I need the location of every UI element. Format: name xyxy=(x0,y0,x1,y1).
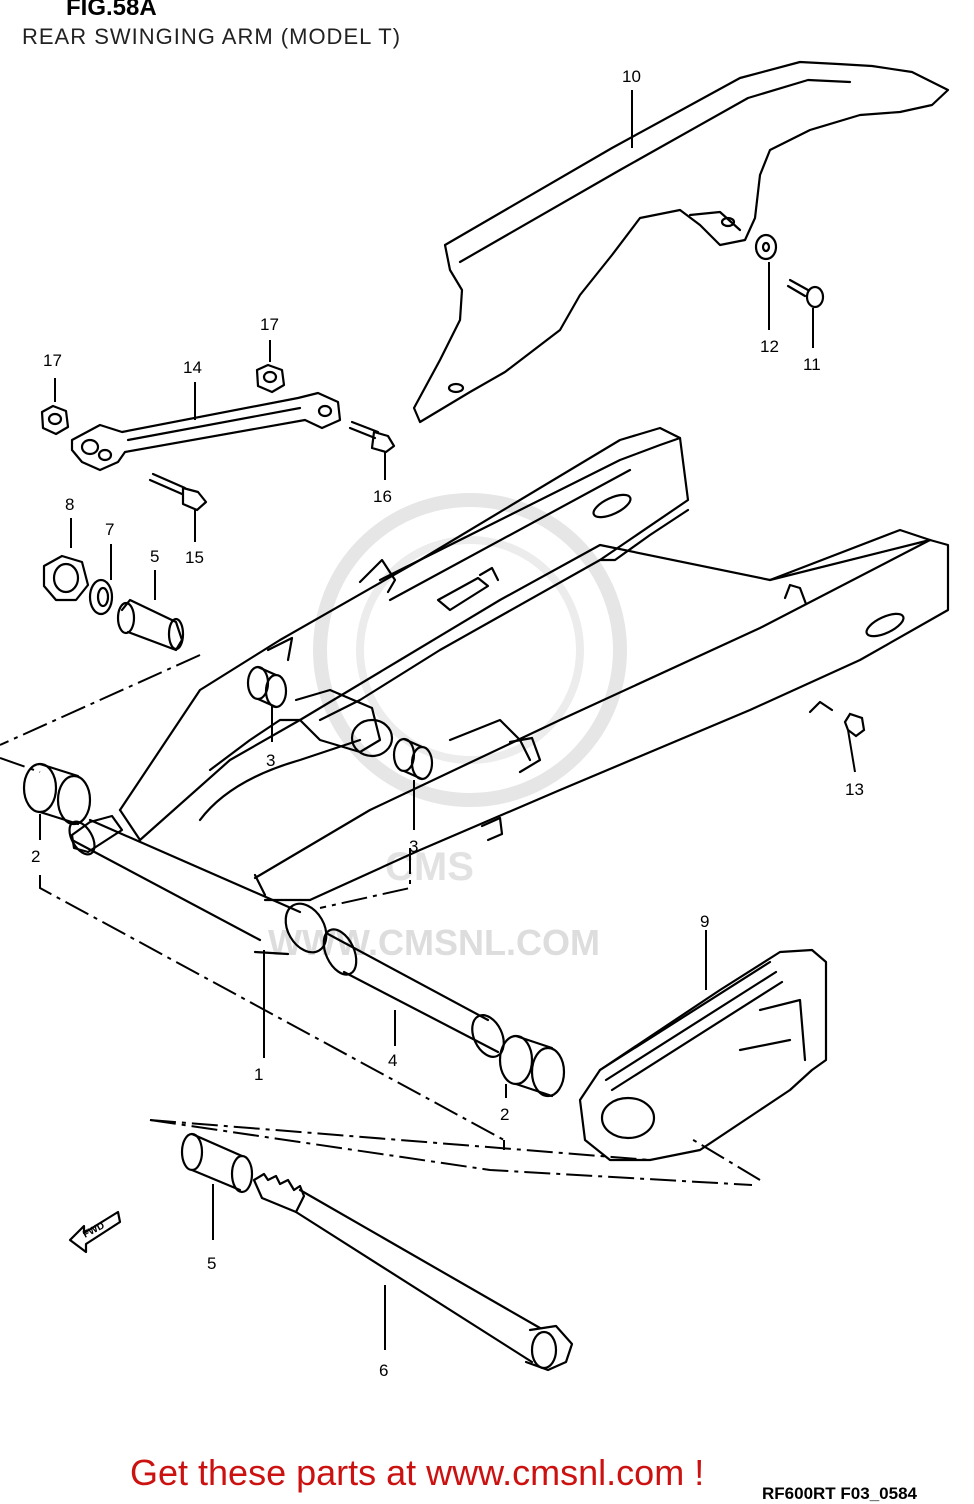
part-14-torque-link xyxy=(70,391,342,472)
callout-3-left: 3 xyxy=(266,751,275,770)
part-11-bolt xyxy=(786,278,825,309)
callout-14: 14 xyxy=(183,358,202,377)
part-3-bushing-left xyxy=(246,665,288,709)
part-17-nut-b xyxy=(40,404,70,436)
callout-17-upper: 17 xyxy=(260,315,279,334)
callout-5-lower: 5 xyxy=(207,1254,216,1273)
callout-16: 16 xyxy=(373,487,392,506)
callout-1: 1 xyxy=(254,1065,263,1084)
part-7-washer xyxy=(88,578,114,616)
part-9-chain-guide xyxy=(578,948,828,1162)
callout-6: 6 xyxy=(379,1361,388,1380)
callout-15: 15 xyxy=(185,548,204,567)
callout-labels: 10 12 11 17 17 14 16 15 8 7 5 3 3 13 2 9… xyxy=(31,67,864,1380)
drawing-reference: RF600RT F03_0584 xyxy=(762,1484,917,1503)
part-1-swing-arm xyxy=(68,426,950,956)
leader-lines xyxy=(39,90,856,1350)
figure-title: REAR SWINGING ARM (MODEL T) xyxy=(22,24,402,49)
part-13-plug xyxy=(843,712,866,738)
part-15-bolt xyxy=(148,472,208,512)
fwd-arrow-icon xyxy=(68,1210,122,1254)
part-8-nut xyxy=(42,554,90,602)
part-17-nut-a xyxy=(255,363,286,394)
part-2-bushing-left xyxy=(22,762,92,826)
callout-2-right: 2 xyxy=(500,1105,509,1124)
figure-number: FIG.58A xyxy=(66,0,157,21)
part-5-collar-upper xyxy=(116,598,185,652)
callout-7: 7 xyxy=(105,520,114,539)
callout-17-lower: 17 xyxy=(43,351,62,370)
part-16-bolt xyxy=(348,420,396,454)
part-10-chain-case xyxy=(412,60,950,424)
callout-3-right: 3 xyxy=(409,837,418,856)
callout-12: 12 xyxy=(760,337,779,356)
part-2-bushing-right xyxy=(498,1034,566,1098)
part-3-bushing-right xyxy=(392,737,434,781)
part-4-sleeve xyxy=(322,928,505,1058)
part-5-collar-lower xyxy=(180,1132,254,1194)
callout-4: 4 xyxy=(388,1051,397,1070)
callout-9: 9 xyxy=(700,912,709,931)
part-12-washer xyxy=(754,233,778,261)
callout-10: 10 xyxy=(622,67,641,86)
assembly-lines xyxy=(0,654,761,1186)
part-6-pivot-shaft xyxy=(252,1172,574,1372)
promo-link[interactable]: Get these parts at www.cmsnl.com ! xyxy=(130,1452,705,1493)
callout-11: 11 xyxy=(803,355,821,374)
watermark: CMS WWW.CMSNL.COM xyxy=(268,493,627,963)
callout-8: 8 xyxy=(65,495,74,514)
callout-2-left: 2 xyxy=(31,847,40,866)
watermark-brand: CMS xyxy=(385,845,474,889)
callout-13: 13 xyxy=(845,780,864,799)
callout-5-upper: 5 xyxy=(150,547,159,566)
watermark-url: WWW.CMSNL.COM xyxy=(268,922,600,963)
